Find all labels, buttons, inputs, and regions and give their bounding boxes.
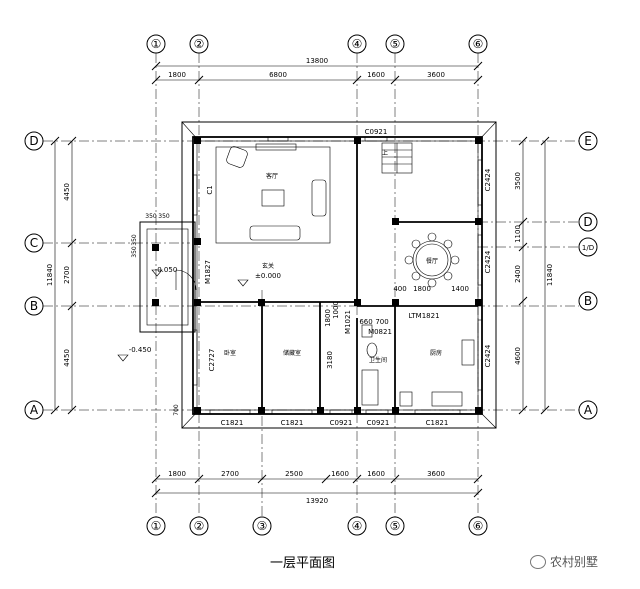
roof-outline [181,121,497,429]
dining-table [404,232,460,288]
porch [139,221,197,333]
grid-axes [43,53,579,517]
axis-markers-left [24,131,44,420]
dimensions-bottom [151,474,483,498]
wechat-icon [530,554,546,569]
axis-markers-top [146,34,488,54]
axis-markers-bottom [146,516,488,536]
watermark-text: 农村别墅 [550,555,599,569]
exterior-walls [192,136,483,415]
plan-title: 一层平面图 [270,556,336,571]
dimensions-left [50,136,77,415]
dimensions-top [151,61,483,85]
dimensions-right [518,136,550,415]
columns [194,137,482,414]
axis-markers-right [578,131,598,420]
watermark: 农村别墅 [530,553,598,570]
bath-fixtures [361,324,379,406]
windows [192,136,483,415]
kitchen-fixtures [399,339,475,407]
interior-walls [199,141,478,410]
stairs [381,142,413,174]
level-marker-symbols [117,269,249,362]
living-room-furniture [215,143,331,244]
